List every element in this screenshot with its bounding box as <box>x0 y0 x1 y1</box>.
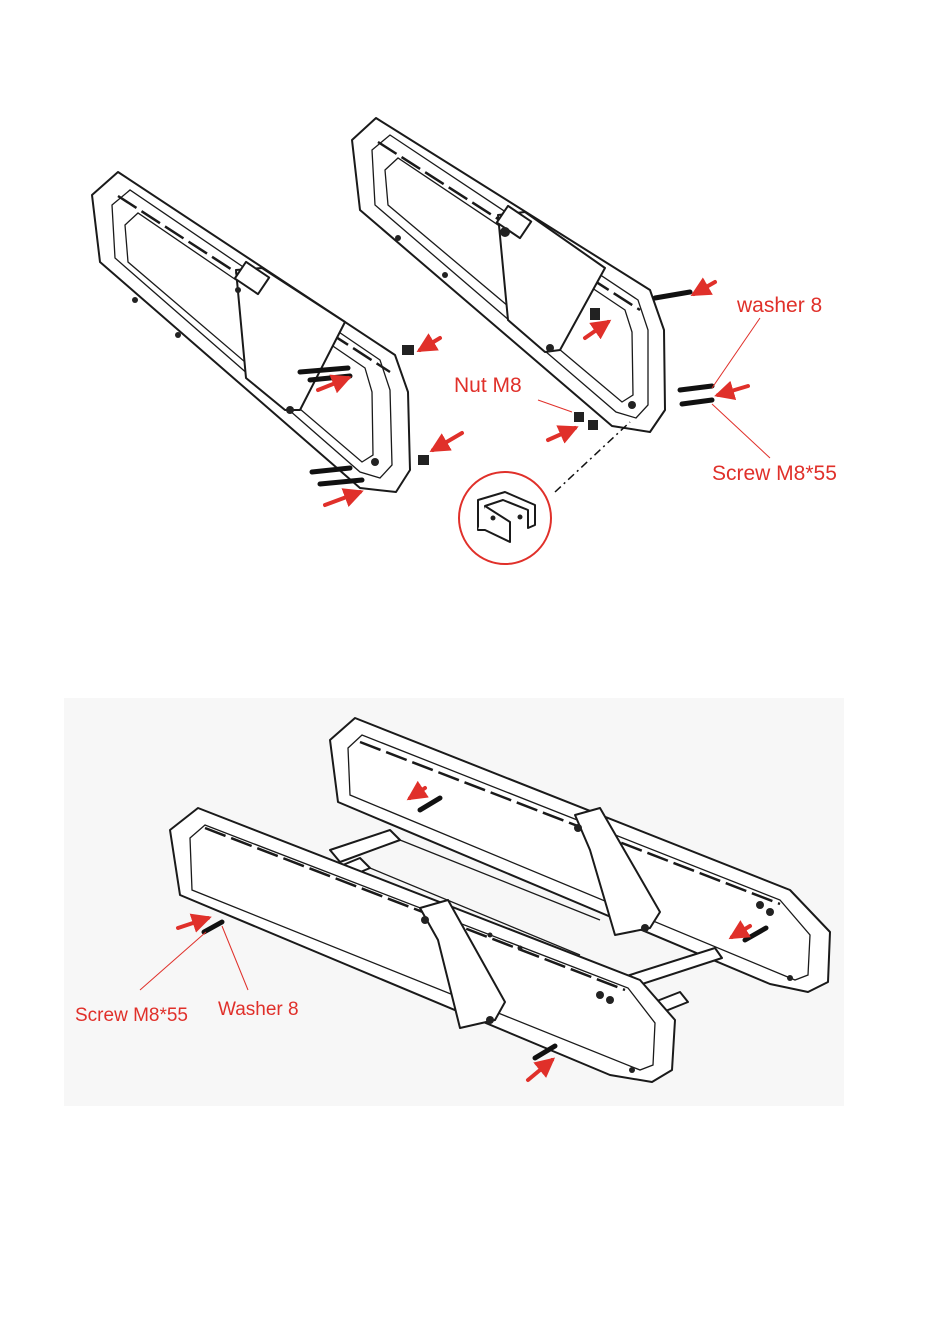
nut-label: Nut M8 <box>454 374 522 397</box>
screw-leader <box>712 404 770 458</box>
u-bracket-icon <box>459 472 551 564</box>
assembly-step-side-frames: washer 8 Nut M8 Screw M8*55 <box>0 0 933 620</box>
assembly-step-cross-bars: Screw M8*55 Washer 8 <box>0 690 933 1120</box>
washer-label: washer 8 <box>736 294 822 317</box>
screw-label: Screw M8*55 <box>712 462 837 485</box>
screw-label-bottom: Screw M8*55 <box>75 1005 188 1026</box>
left-side-frame <box>92 172 410 492</box>
washer-leader <box>712 318 760 388</box>
side-frames-diagram: washer 8 Nut M8 Screw M8*55 <box>0 0 933 620</box>
washer-label-bottom: Washer 8 <box>218 999 299 1020</box>
cross-bars-diagram: Screw M8*55 Washer 8 <box>0 690 933 1120</box>
nut-leader <box>538 400 572 412</box>
